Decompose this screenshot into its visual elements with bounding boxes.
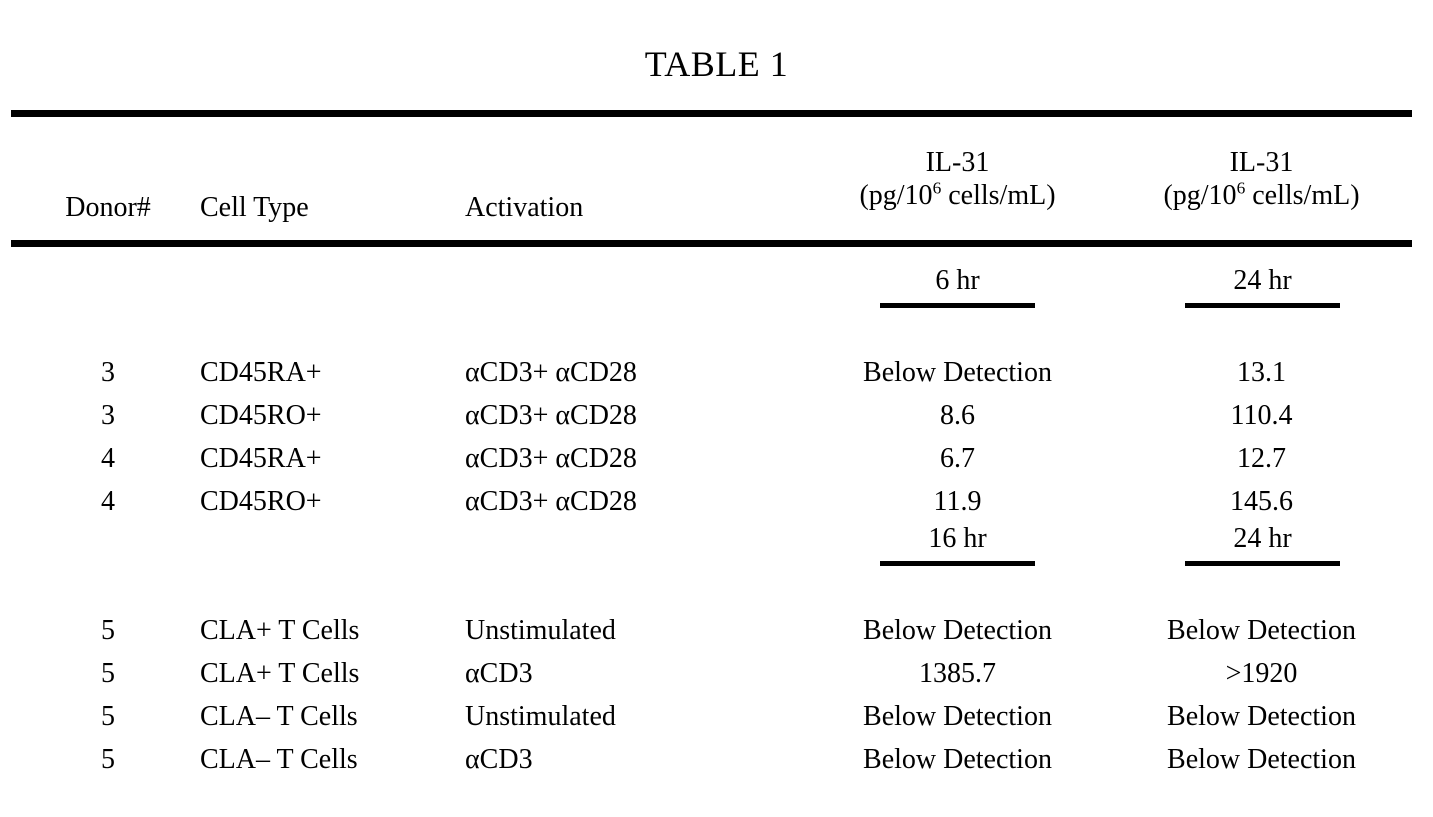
cell-il31-second: 145.6 bbox=[1230, 486, 1293, 517]
cell-il31-second: Below Detection bbox=[1167, 744, 1356, 775]
cell-il31-first: 1385.7 bbox=[919, 658, 996, 689]
cell-activation: αCD3 bbox=[465, 658, 533, 689]
cell-activation: αCD3+ αCD28 bbox=[465, 443, 637, 474]
cell-activation: Unstimulated bbox=[465, 701, 616, 732]
cell-activation: αCD3+ αCD28 bbox=[465, 357, 637, 388]
table-top-rule bbox=[11, 110, 1412, 117]
time-header-section1-col1: 6 hr bbox=[880, 265, 1035, 308]
time-header-underline bbox=[880, 302, 1035, 308]
column-header-cell-type: Cell Type bbox=[200, 192, 309, 223]
time-header-section1-col2: 24 hr bbox=[1185, 265, 1340, 308]
time-header-label: 6 hr bbox=[935, 265, 980, 296]
il31-unit-suffix-first: cells/mL) bbox=[941, 180, 1056, 212]
cell-donor: 5 bbox=[101, 615, 115, 646]
table-row: 3 CD45RA+ αCD3+ αCD28 Below Detection 13… bbox=[0, 351, 1433, 394]
cell-donor: 5 bbox=[101, 701, 115, 732]
table-row: 5 CLA– T Cells αCD3 Below Detection Belo… bbox=[0, 738, 1433, 781]
cell-il31-first: Below Detection bbox=[863, 615, 1052, 646]
cell-cell-type: CD45RO+ bbox=[200, 486, 322, 517]
cell-donor: 5 bbox=[101, 658, 115, 689]
cell-cell-type: CLA+ T Cells bbox=[200, 658, 360, 689]
il31-unit-exponent-second: 6 bbox=[1236, 178, 1246, 198]
cell-donor: 3 bbox=[101, 400, 115, 431]
cell-cell-type: CD45RA+ bbox=[200, 443, 322, 474]
table-row: 5 CLA+ T Cells Unstimulated Below Detect… bbox=[0, 609, 1433, 652]
cell-cell-type: CLA– T Cells bbox=[200, 744, 358, 775]
cell-il31-first: 6.7 bbox=[940, 443, 975, 474]
table-header-rule bbox=[11, 240, 1412, 247]
cell-il31-first: Below Detection bbox=[863, 744, 1052, 775]
time-header-section2-col2: 24 hr bbox=[1185, 523, 1340, 566]
il31-unit-suffix-second: cells/mL) bbox=[1245, 180, 1360, 212]
time-header-underline bbox=[1185, 560, 1340, 566]
il31-unit-prefix-first: (pg/10 bbox=[859, 180, 933, 212]
cell-activation: Unstimulated bbox=[465, 615, 616, 646]
il31-unit-first: (pg/106 cells/mL) bbox=[810, 179, 1105, 212]
cell-donor: 5 bbox=[101, 744, 115, 775]
table-row: 5 CLA+ T Cells αCD3 1385.7 >1920 bbox=[0, 652, 1433, 695]
time-header-underline bbox=[880, 560, 1035, 566]
time-header-section2-col1: 16 hr bbox=[880, 523, 1035, 566]
cell-donor: 4 bbox=[101, 486, 115, 517]
table-row: 4 CD45RA+ αCD3+ αCD28 6.7 12.7 bbox=[0, 437, 1433, 480]
time-header-label: 24 hr bbox=[1233, 523, 1292, 554]
cell-il31-second: Below Detection bbox=[1167, 701, 1356, 732]
cell-il31-first: 8.6 bbox=[940, 400, 975, 431]
cell-cell-type: CLA+ T Cells bbox=[200, 615, 360, 646]
il31-unit-prefix-second: (pg/10 bbox=[1163, 180, 1237, 212]
cell-il31-second: >1920 bbox=[1225, 658, 1298, 689]
cell-donor: 4 bbox=[101, 443, 115, 474]
il31-unit-exponent-first: 6 bbox=[932, 178, 942, 198]
cell-il31-first: Below Detection bbox=[863, 357, 1052, 388]
cell-cell-type: CD45RA+ bbox=[200, 357, 322, 388]
cell-cell-type: CD45RO+ bbox=[200, 400, 322, 431]
cell-donor: 3 bbox=[101, 357, 115, 388]
cell-il31-second: 13.1 bbox=[1237, 357, 1286, 388]
cell-il31-second: Below Detection bbox=[1167, 615, 1356, 646]
page-title: TABLE 1 bbox=[644, 44, 789, 84]
cell-cell-type: CLA– T Cells bbox=[200, 701, 358, 732]
il31-label-first: IL-31 bbox=[925, 147, 990, 178]
cell-activation: αCD3 bbox=[465, 744, 533, 775]
cell-activation: αCD3+ αCD28 bbox=[465, 400, 637, 431]
table-row: 3 CD45RO+ αCD3+ αCD28 8.6 110.4 bbox=[0, 394, 1433, 437]
il31-label-second: IL-31 bbox=[1229, 147, 1294, 178]
cell-il31-first: Below Detection bbox=[863, 701, 1052, 732]
cell-activation: αCD3+ αCD28 bbox=[465, 486, 637, 517]
column-header-activation: Activation bbox=[465, 192, 584, 223]
table-row: 5 CLA– T Cells Unstimulated Below Detect… bbox=[0, 695, 1433, 738]
cell-il31-first: 11.9 bbox=[933, 486, 982, 517]
il31-unit-second: (pg/106 cells/mL) bbox=[1114, 179, 1409, 212]
time-header-label: 24 hr bbox=[1233, 265, 1292, 296]
time-header-label: 16 hr bbox=[928, 523, 987, 554]
table-row: 4 CD45RO+ αCD3+ αCD28 11.9 145.6 bbox=[0, 480, 1433, 523]
column-header-donor: Donor# bbox=[65, 192, 151, 223]
cell-il31-second: 12.7 bbox=[1237, 443, 1286, 474]
time-header-underline bbox=[1185, 302, 1340, 308]
column-header-il31-first: IL-31 (pg/106 cells/mL) bbox=[810, 146, 1105, 212]
cell-il31-second: 110.4 bbox=[1230, 400, 1293, 431]
column-header-il31-second: IL-31 (pg/106 cells/mL) bbox=[1114, 146, 1409, 212]
